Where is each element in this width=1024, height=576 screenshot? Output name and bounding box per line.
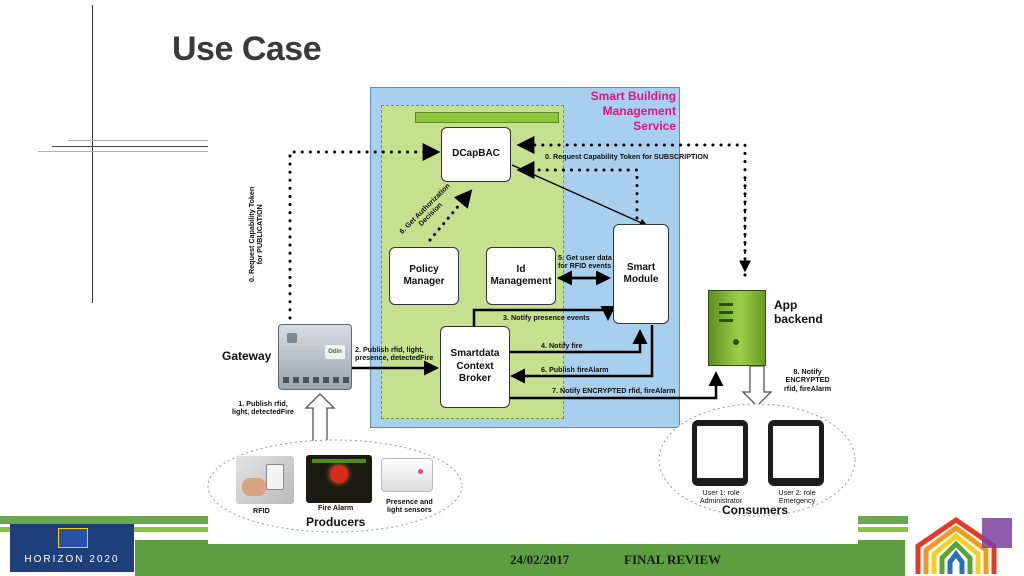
decor-line (52, 146, 208, 147)
tablet-icon (768, 420, 824, 486)
step0-subscription-label: 0. Request Capability Token for SUBSCRIP… (545, 152, 709, 161)
decor-vertical-line (92, 5, 93, 303)
user2-label: User 2: role Emergency (778, 488, 816, 506)
consumers-title: Consumers (722, 503, 789, 517)
user1-label: User 1: role Administrator (699, 488, 743, 506)
context-broker-box: Smartdata Context Broker (440, 326, 510, 408)
service-label: Smart Building Management Service (590, 89, 676, 133)
presence-sensor-icon (381, 458, 433, 492)
gateway-device-icon: Odin (278, 324, 352, 390)
step2-label: 2. Publish rfid, light, presence, detect… (355, 345, 434, 363)
step5-label: 5. Get user data for RFID events (558, 253, 612, 271)
gateway-label: Gateway (222, 349, 272, 363)
app-backend-server-icon (708, 290, 766, 366)
step0-publication-label: 0. Request Capability Token for PUBLICAT… (247, 186, 265, 282)
id-management-box: Id Management (486, 247, 556, 305)
step1-label: 1. Publish rfid, light, detectedFire (232, 399, 294, 417)
step7-label: 7. Notify ENCRYPTED rfid, fireAlarm (552, 386, 676, 395)
step8-label: 8. Notify ENCRYPTED rfid, fireAlarm (784, 367, 832, 393)
rfid-label: RFID (253, 506, 270, 515)
footer-stripe (858, 527, 908, 532)
eu-flag-icon (58, 528, 88, 548)
footer-label: FINAL REVIEW (624, 552, 722, 567)
producers-title: Producers (306, 515, 366, 529)
footer-bar (135, 540, 905, 576)
dcapbac-box: DCapBAC (441, 127, 511, 182)
rfid-reader-icon (236, 456, 294, 504)
fire-alarm-icon (306, 455, 372, 503)
policy-manager-box: Policy Manager (389, 247, 459, 305)
slide-title: Use Case (172, 30, 322, 68)
step3-label: 3. Notify presence events (503, 313, 590, 322)
horizon-logo: HORIZON 2020 (10, 524, 134, 572)
app-backend-label: App backend (774, 298, 823, 327)
decor-line (38, 151, 208, 152)
step4-label: 4. Notify fire (541, 341, 583, 350)
fire-alarm-label: Fire Alarm (318, 503, 354, 512)
accent-bar (415, 112, 559, 123)
smart-module-box: Smart Module (613, 224, 669, 324)
footer-date: 24/02/2017 (510, 552, 570, 567)
tablet-icon (692, 420, 748, 486)
step6-label: 6. Publish fireAlarm (541, 365, 609, 374)
smart-building-logo-icon (915, 516, 1012, 574)
footer-stripe (0, 516, 210, 524)
horizon-logo-text: HORIZON 2020 (24, 554, 120, 565)
presence-label: Presence and light sensors (386, 497, 433, 515)
footer-stripe (858, 516, 908, 524)
decor-line (68, 140, 208, 141)
